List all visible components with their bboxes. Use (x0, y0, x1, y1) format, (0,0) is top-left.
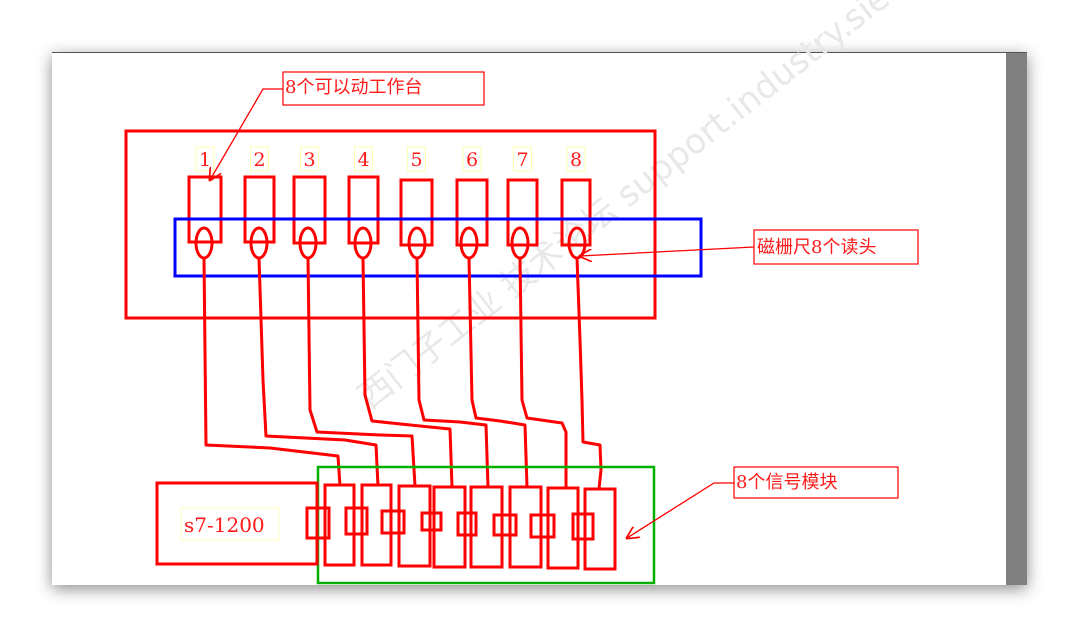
signal-module-4 (420, 485, 467, 569)
signal-module-8 (571, 487, 617, 571)
module-connector (529, 513, 556, 539)
signal-module (397, 484, 432, 568)
workstation-table (455, 178, 489, 247)
module-connector (380, 509, 406, 535)
signal-module (469, 485, 504, 569)
workstation-table (292, 175, 327, 245)
wire-5 (415, 257, 490, 488)
callout-read-heads-label: 磁栅尺8个读头 (757, 237, 876, 258)
module-connector (305, 506, 331, 540)
wire-7 (518, 257, 568, 488)
workstation-table (347, 175, 380, 245)
workstation-4: 4 (347, 146, 380, 260)
workstation-3: 3 (292, 146, 327, 260)
signal-module-1 (305, 483, 356, 567)
callout-signal-modules-label: 8个信号模块 (736, 472, 837, 493)
plc-label: s7-1200 (184, 513, 265, 537)
workstation-frame (124, 129, 657, 320)
signal-module (360, 483, 393, 567)
callout-read-heads: 磁栅尺8个读头 (580, 229, 919, 265)
workstation-6: 6 (455, 146, 489, 260)
signal-module (508, 485, 543, 569)
signal-module-3 (380, 484, 432, 568)
module-connector (420, 511, 443, 532)
wire-2 (257, 257, 380, 487)
station-number: 2 (253, 149, 265, 171)
signal-module (432, 485, 467, 569)
wire-4 (361, 257, 454, 488)
workstation-table (506, 178, 539, 247)
signal-module-7 (529, 486, 580, 570)
signal-module-5 (456, 485, 504, 569)
workstation-table (187, 175, 223, 244)
module-connector (456, 511, 478, 537)
signal-module (546, 486, 580, 570)
signal-module (323, 483, 356, 567)
plc-box (155, 481, 319, 566)
workstation-table (399, 178, 434, 247)
workstation-table (243, 175, 276, 244)
station-number: 5 (410, 149, 422, 171)
station-number: 1 (199, 149, 211, 171)
scrollbar[interactable] (1006, 53, 1027, 585)
workstation-table (560, 178, 592, 247)
station-number: 3 (303, 149, 315, 171)
callout-signal-modules: 8个信号模块 (627, 466, 899, 538)
wire-3 (306, 257, 417, 487)
module-connector (571, 512, 595, 541)
signal-module-2 (344, 483, 393, 567)
callout-workstations-label: 8个可以动工作台 (285, 77, 422, 98)
signal-module (583, 487, 617, 571)
callout-workstations: 8个可以动工作台 (210, 71, 485, 180)
module-connector (492, 513, 518, 537)
station-number: 8 (570, 149, 582, 171)
module-connector (344, 506, 369, 536)
station-number: 4 (357, 149, 369, 171)
station-number: 6 (466, 149, 478, 171)
signal-module-6 (492, 485, 543, 569)
wire-8 (575, 257, 603, 490)
wire-6 (467, 257, 529, 488)
magnetic-scale-rail (173, 217, 703, 278)
station-number: 7 (516, 149, 528, 171)
